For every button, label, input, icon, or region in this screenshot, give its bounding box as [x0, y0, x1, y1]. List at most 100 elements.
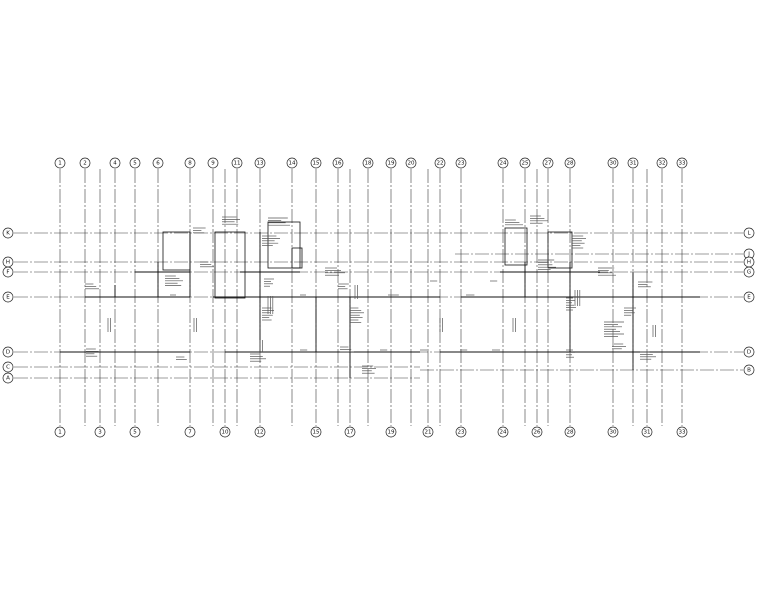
core-wall-outline [547, 231, 573, 269]
axis-circle [564, 157, 576, 169]
axis-circle [231, 157, 243, 169]
axis-circle [129, 157, 141, 169]
axis-circle [310, 157, 322, 169]
axis-bubble-top: 20 [405, 157, 417, 169]
annotation-note [86, 348, 99, 357]
axis-bubble-bottom: 1 [54, 426, 66, 438]
axis-bubble-bottom: 26 [531, 426, 543, 438]
axis-label: D [747, 349, 751, 355]
annotation-note [222, 216, 240, 225]
axis-bubble-right: H [743, 256, 755, 268]
axis-bubble-top: 16 [332, 157, 344, 169]
axis-bubble-bottom: 12 [254, 426, 266, 438]
axis-circle [344, 426, 356, 438]
axis-circle [743, 346, 755, 358]
axis-bubble-top: 30 [607, 157, 619, 169]
annotation-note [640, 351, 656, 360]
axis-bubble-top: 13 [254, 157, 266, 169]
axis-label: 12 [257, 429, 264, 435]
axis-bubble-top: 15 [310, 157, 322, 169]
axis-label: 28 [567, 429, 574, 435]
axis-label: 28 [567, 160, 574, 166]
annotation-note [530, 215, 548, 224]
axis-label: 26 [534, 429, 541, 435]
annotation-note [165, 275, 183, 286]
axis-label: 7 [188, 429, 192, 435]
annotation-note [350, 307, 364, 323]
axis-label: K [6, 230, 10, 236]
axis-bubble-bottom: 10 [219, 426, 231, 438]
axis-circle [184, 157, 196, 169]
annotation-note-vertical [512, 318, 516, 332]
axis-label: 8 [188, 160, 192, 166]
axis-label: 17 [347, 429, 354, 435]
axis-label: L [747, 230, 751, 236]
core-wall-outline [504, 227, 528, 266]
axis-label: 4 [113, 160, 117, 166]
axis-bubble-left: C [2, 361, 14, 373]
axis-label: C [6, 364, 10, 370]
axis-bubble-top: 5 [129, 157, 141, 169]
axis-circle [2, 227, 14, 239]
annotation-note [638, 281, 653, 288]
annotation-note [598, 267, 616, 276]
axis-label: 19 [388, 429, 395, 435]
axis-bubble-top: 22 [434, 157, 446, 169]
axis-label: J [747, 251, 750, 257]
axis-circle [2, 372, 14, 384]
core-wall-outline [162, 231, 191, 271]
axis-label: 25 [522, 160, 529, 166]
axis-label: A [6, 375, 10, 381]
axis-circle [310, 426, 322, 438]
axis-bubble-top: 28 [564, 157, 576, 169]
axis-label: 10 [222, 429, 229, 435]
axis-bubble-top: 19 [385, 157, 397, 169]
axis-label: 22 [437, 160, 444, 166]
axis-bubble-top: 33 [676, 157, 688, 169]
annotation-note [262, 235, 280, 246]
axis-bubble-top: 23 [455, 157, 467, 169]
axis-bubble-bottom: 17 [344, 426, 356, 438]
axis-bubble-top: 31 [627, 157, 639, 169]
annotation-note [250, 353, 266, 362]
axis-circle [676, 426, 688, 438]
axis-circle [152, 157, 164, 169]
axis-circle [743, 227, 755, 239]
axis-bubble-right: G [743, 266, 755, 278]
axis-circle [219, 426, 231, 438]
axis-circle [743, 291, 755, 303]
annotation-note-vertical [107, 318, 111, 332]
axis-bubble-bottom: 24 [497, 426, 509, 438]
axis-label: 23 [458, 160, 465, 166]
annotation-note-vertical [354, 285, 358, 299]
axis-bubble-top: 32 [656, 157, 668, 169]
annotation-note [264, 278, 274, 287]
axis-bubble-top: 11 [231, 157, 243, 169]
axis-bubble-bottom: 31 [641, 426, 653, 438]
axis-circle [54, 426, 66, 438]
axis-circle [455, 157, 467, 169]
axis-circle [109, 157, 121, 169]
axis-bubble-bottom: 19 [385, 426, 397, 438]
axis-label: H [6, 259, 10, 265]
axis-label: 1 [58, 429, 62, 435]
axis-bubble-bottom: 3 [94, 426, 106, 438]
axis-circle [2, 291, 14, 303]
axis-circle [207, 157, 219, 169]
axis-circle [332, 157, 344, 169]
axis-circle [743, 364, 755, 376]
axis-bubble-right: L [743, 227, 755, 239]
axis-label: 16 [335, 160, 342, 166]
annotation-note [268, 217, 290, 226]
annotation-note [200, 261, 214, 268]
axis-bubble-top: 1 [54, 157, 66, 169]
annotation-note [505, 219, 523, 226]
axis-bubble-left: D [2, 346, 14, 358]
axis-label: H [747, 259, 751, 265]
axis-label: 31 [644, 429, 651, 435]
axis-circle [607, 157, 619, 169]
axis-label: D [6, 349, 10, 355]
